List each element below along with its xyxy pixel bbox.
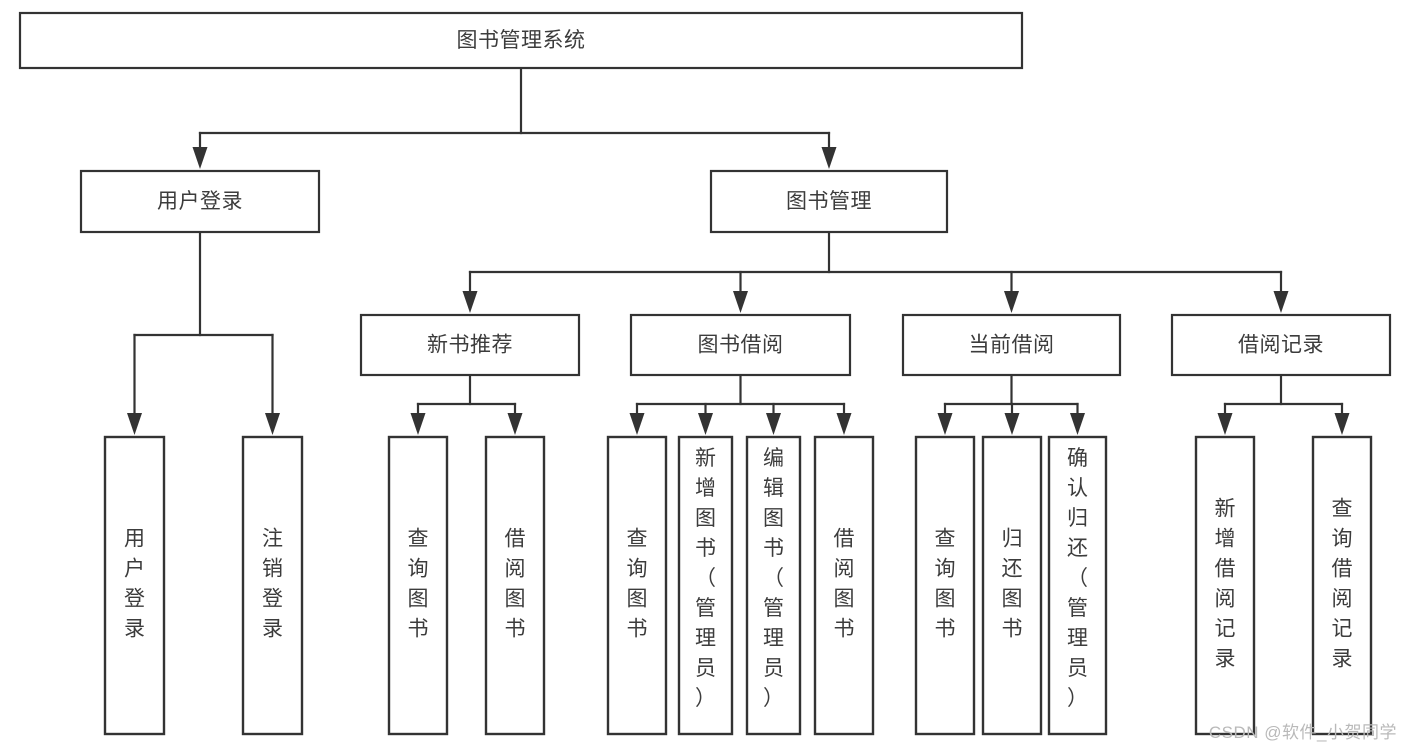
node-label: 编辑图书（管理员） <box>763 447 784 710</box>
node-box[interactable] <box>677 435 734 736</box>
edge-layer <box>127 66 1350 435</box>
node-box[interactable] <box>606 435 668 736</box>
arrow-head-icon <box>1273 291 1289 313</box>
node-label: 图书借阅 <box>698 334 784 357</box>
arrow-head-icon <box>462 291 478 313</box>
node-label: 注销登录 <box>262 527 283 640</box>
connector-group <box>192 66 837 169</box>
connector-group <box>629 373 852 435</box>
arrow-head-icon <box>127 413 142 435</box>
arrow-head-icon <box>836 413 852 435</box>
node-label: 查询图书 <box>408 527 429 640</box>
connector-group <box>1217 373 1350 435</box>
node-book-manage[interactable]: 图书管理 <box>709 169 949 234</box>
node-book-borrow[interactable]: 图书借阅 <box>629 313 852 377</box>
node-label: 当前借阅 <box>969 334 1055 357</box>
arrow-head-icon <box>698 413 713 435</box>
node-label: 图书管理 <box>786 190 872 213</box>
node-label: 借阅记录 <box>1238 334 1324 357</box>
node-box[interactable] <box>981 435 1043 736</box>
node-leaf-return-book[interactable]: 归还图书 <box>981 435 1043 736</box>
node-leaf-edit-book-admin[interactable]: 编辑图书（管理员） <box>745 435 802 736</box>
connector-group <box>937 373 1085 435</box>
node-box[interactable] <box>241 435 304 736</box>
node-box[interactable] <box>484 435 546 736</box>
node-label: 归还图书 <box>1002 527 1023 640</box>
node-borrow-record[interactable]: 借阅记录 <box>1170 313 1392 377</box>
arrow-head-icon <box>937 413 953 435</box>
arrow-head-icon <box>192 147 208 169</box>
node-box[interactable] <box>745 435 802 736</box>
node-box[interactable] <box>901 313 1122 377</box>
node-box[interactable] <box>1047 435 1108 736</box>
node-leaf-query-book-2[interactable]: 查询图书 <box>606 435 668 736</box>
node-box[interactable] <box>914 435 976 736</box>
arrow-head-icon <box>1070 413 1085 435</box>
node-box[interactable] <box>709 169 949 234</box>
node-label: 图书管理系统 <box>457 29 586 52</box>
node-label: 新增图书（管理员） <box>695 447 716 710</box>
node-label: 新书推荐 <box>427 334 513 357</box>
arrow-head-icon <box>766 413 781 435</box>
arrow-head-icon <box>1217 413 1233 435</box>
node-label: 借阅图书 <box>834 527 855 640</box>
csdn-watermark: CSDN @软件_小贺同学 <box>1208 723 1397 742</box>
connector-group <box>462 230 1289 313</box>
arrow-head-icon <box>821 147 837 169</box>
node-label: 用户登录 <box>157 190 243 213</box>
arrow-head-icon <box>507 413 523 435</box>
node-label: 确认归还（管理员） <box>1067 447 1088 710</box>
node-leaf-borrow-book-2[interactable]: 借阅图书 <box>813 435 875 736</box>
connector-group <box>127 230 280 435</box>
node-label: 用户登录 <box>124 527 145 640</box>
node-box[interactable] <box>629 313 852 377</box>
node-label: 查询图书 <box>627 527 648 640</box>
node-new-book-rec[interactable]: 新书推荐 <box>359 313 581 377</box>
node-leaf-borrow-book-1[interactable]: 借阅图书 <box>484 435 546 736</box>
arrow-head-icon <box>733 291 748 313</box>
node-current-borrow[interactable]: 当前借阅 <box>901 313 1122 377</box>
node-box[interactable] <box>79 169 321 234</box>
node-label: 查询借阅记录 <box>1332 497 1353 670</box>
node-box[interactable] <box>1194 435 1256 736</box>
node-leaf-confirm-return-admin[interactable]: 确认归还（管理员） <box>1047 435 1108 736</box>
node-box[interactable] <box>387 435 449 736</box>
arrow-head-icon <box>410 413 426 435</box>
node-user-login[interactable]: 用户登录 <box>79 169 321 234</box>
node-leaf-user-login[interactable]: 用户登录 <box>103 435 166 736</box>
node-root[interactable]: 图书管理系统 <box>18 11 1024 70</box>
node-leaf-logout[interactable]: 注销登录 <box>241 435 304 736</box>
node-box[interactable] <box>18 11 1024 70</box>
arrow-head-icon <box>1004 291 1019 313</box>
node-leaf-query-borrow-record[interactable]: 查询借阅记录 <box>1311 435 1373 736</box>
node-box[interactable] <box>813 435 875 736</box>
arrow-head-icon <box>265 413 280 435</box>
node-leaf-query-book-3[interactable]: 查询图书 <box>914 435 976 736</box>
node-box[interactable] <box>359 313 581 377</box>
node-label: 新增借阅记录 <box>1215 497 1236 670</box>
node-label: 查询图书 <box>935 527 956 640</box>
node-leaf-add-borrow-record[interactable]: 新增借阅记录 <box>1194 435 1256 736</box>
arrow-head-icon <box>1004 413 1020 435</box>
node-leaf-add-book-admin[interactable]: 新增图书（管理员） <box>677 435 734 736</box>
arrow-head-icon <box>629 413 645 435</box>
node-box[interactable] <box>103 435 166 736</box>
connector-group <box>410 373 523 435</box>
node-layer: 图书管理系统用户登录图书管理新书推荐图书借阅当前借阅借阅记录用户登录注销登录查询… <box>18 11 1392 736</box>
node-box[interactable] <box>1170 313 1392 377</box>
node-leaf-query-book-1[interactable]: 查询图书 <box>387 435 449 736</box>
arrow-head-icon <box>1334 413 1350 435</box>
node-label: 借阅图书 <box>505 527 526 640</box>
node-box[interactable] <box>1311 435 1373 736</box>
